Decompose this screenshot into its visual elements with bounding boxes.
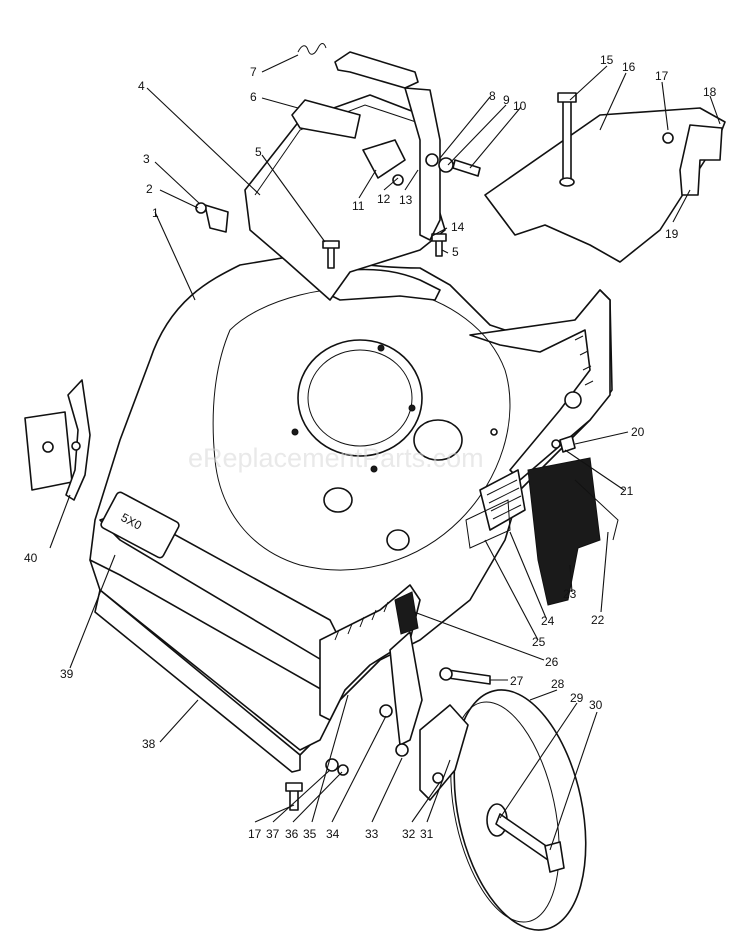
watermark: eReplacementParts.com [188,443,484,473]
callout-12: 12 [377,192,391,206]
callout-31: 31 [420,827,434,841]
callout-17: 17 [655,69,669,83]
callout-13: 13 [399,193,413,207]
callout-28: 28 [551,677,565,691]
callout-23: 23 [563,587,577,601]
callout-1: 1 [152,206,159,220]
callout-8: 8 [489,89,496,103]
callout-18: 18 [703,85,717,99]
front-baffle [94,589,301,773]
callout-19: 19 [665,227,679,241]
callout-25: 25 [532,635,546,649]
height-adjuster-rear [24,379,91,501]
callout-39: 39 [60,667,74,681]
callout-5: 5 [255,145,262,159]
model-decal: 5X0 [100,491,180,559]
callout-26: 26 [545,655,559,669]
callout-5b: 5 [452,245,459,259]
callout-27: 27 [510,674,524,688]
rear-door-assembly [244,43,481,301]
callout-14: 14 [451,220,465,234]
callout-9: 9 [503,93,510,107]
callout-36: 36 [285,827,299,841]
callout-11: 11 [352,199,365,213]
callout-24: 24 [541,614,555,628]
callout-38: 38 [142,737,156,751]
callout-2: 2 [146,182,153,196]
callout-35: 35 [303,827,317,841]
callout-17b: 17 [248,827,262,841]
callout-3: 3 [143,152,150,166]
callout-40: 40 [24,551,38,565]
leader-lines [49,54,721,851]
callout-33: 33 [365,827,379,841]
callout-22: 22 [591,613,605,627]
callout-6: 6 [250,90,257,104]
right-side-parts [465,391,619,606]
callout-32: 32 [402,827,416,841]
deflector-plate [484,92,726,263]
callout-21: 21 [620,484,634,498]
callout-30: 30 [589,698,603,712]
callout-20: 20 [631,425,645,439]
callout-34: 34 [326,827,340,841]
callout-10: 10 [513,99,527,113]
callout-37: 37 [266,827,280,841]
bracket-2-3 [195,202,229,233]
callout-labels: 1 2 3 4 5 6 7 8 9 10 11 12 13 14 5 15 16… [24,53,717,841]
wheel-assembly [419,689,587,931]
deck-housing [89,254,613,756]
callout-7: 7 [250,65,257,79]
callout-29: 29 [570,691,584,705]
callout-4: 4 [138,79,145,93]
callout-16: 16 [622,60,636,74]
callout-15: 15 [600,53,614,67]
